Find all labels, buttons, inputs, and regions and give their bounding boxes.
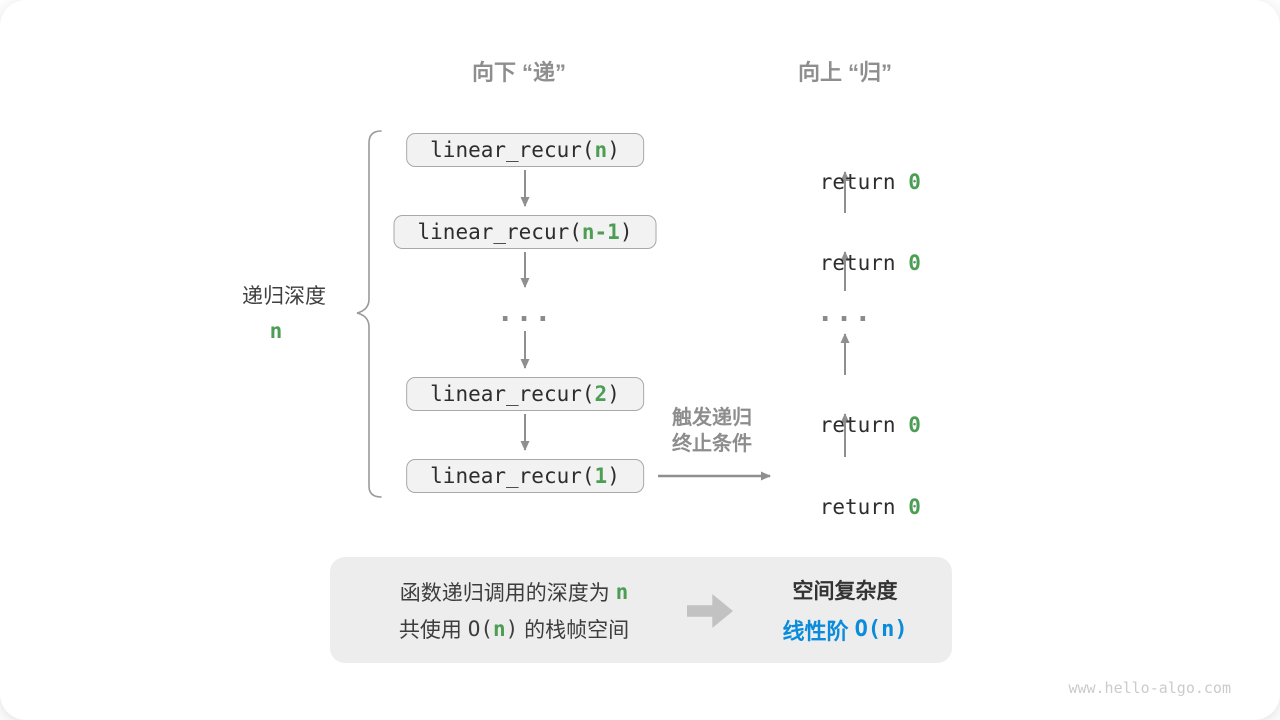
return-statement: return 0	[769, 215, 921, 275]
call-suffix: )	[607, 382, 620, 406]
ellipsis-right: ...	[816, 295, 874, 328]
result-o-open: O(	[854, 617, 882, 642]
big-o-open: O(	[467, 616, 493, 641]
call-arg: 2	[594, 382, 608, 406]
summary-left-text: 函数递归调用的深度为 n 共使用 O(n) 的栈帧空间	[338, 557, 690, 663]
header-ascend: 向上 “归”	[797, 60, 893, 85]
call-suffix: )	[619, 220, 633, 244]
return-keyword: return	[819, 413, 909, 437]
return-statement: return 0	[769, 377, 921, 437]
summary-space-n: n	[492, 616, 506, 641]
return-value: 0	[908, 495, 921, 519]
summary-space-pre: 共使用	[398, 618, 468, 642]
watermark: www.hello-algo.com	[1068, 679, 1231, 697]
call-arg: n	[594, 138, 608, 162]
call-box-n-1: linear_recur(n-1)	[393, 215, 657, 249]
summary-space-post: 的栈帧空间	[518, 618, 630, 642]
depth-brace	[356, 130, 382, 498]
return-keyword: return	[819, 251, 909, 275]
return-value: 0	[908, 170, 921, 194]
result-label: 线性阶	[782, 618, 855, 644]
call-prefix: linear_recur(	[430, 382, 595, 406]
return-value: 0	[908, 413, 921, 437]
summary-panel: 函数递归调用的深度为 n 共使用 O(n) 的栈帧空间 空间复杂度 线性阶 O(…	[330, 557, 952, 663]
call-box-n: linear_recur(n)	[406, 133, 644, 167]
call-box-1: linear_recur(1)	[406, 459, 644, 493]
base-case-line2: 终止条件	[672, 433, 752, 455]
summary-depth-n: n	[615, 579, 629, 604]
space-complexity-value: 线性阶 O(n)	[782, 614, 907, 646]
call-prefix: linear_recur(	[430, 138, 595, 162]
call-suffix: )	[607, 464, 620, 488]
return-statement: return 0	[769, 134, 921, 194]
call-prefix: linear_recur(	[430, 464, 595, 488]
depth-value: n	[269, 319, 283, 343]
implies-arrow-icon	[687, 594, 733, 628]
return-keyword: return	[819, 170, 909, 194]
call-box-2: linear_recur(2)	[406, 377, 644, 411]
return-keyword: return	[819, 495, 909, 519]
call-suffix: )	[607, 138, 620, 162]
return-value: 0	[908, 251, 921, 275]
call-arg: n-1	[581, 220, 620, 244]
base-case-line1: 触发递归	[672, 407, 752, 429]
base-case-label: 触发递归 终止条件	[672, 405, 752, 457]
big-o-close: )	[505, 616, 519, 641]
summary-right-text: 空间复杂度 线性阶 O(n)	[742, 557, 948, 663]
depth-label: 递归深度	[242, 285, 326, 308]
result-o-close: )	[894, 617, 908, 642]
space-complexity-title: 空间复杂度	[792, 579, 898, 603]
call-arg: 1	[594, 464, 608, 488]
result-n: n	[881, 617, 895, 642]
call-prefix: linear_recur(	[417, 220, 582, 244]
summary-depth-text: 函数递归调用的深度为	[399, 581, 616, 605]
ellipsis-left: ...	[496, 295, 554, 328]
return-statement: return 0	[769, 459, 921, 519]
header-descend: 向下 “递”	[471, 60, 567, 85]
